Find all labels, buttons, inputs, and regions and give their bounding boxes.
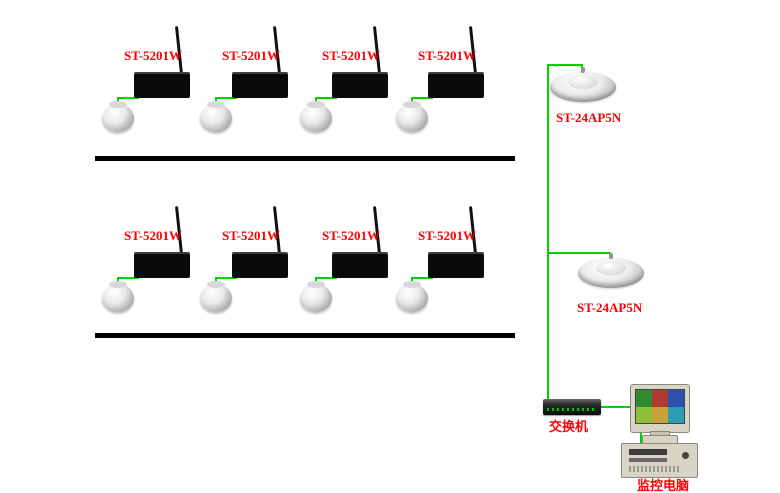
transmitter-label: ST-5201W — [222, 48, 281, 63]
wall-divider — [95, 156, 515, 161]
network-cable — [547, 64, 549, 406]
transmitter-box-icon — [134, 252, 190, 278]
screen-cell — [636, 406, 652, 423]
transmitter-box-icon — [428, 252, 484, 278]
computer-tower — [621, 443, 698, 478]
camera-transmitter-unit: ST-5201W — [392, 26, 504, 140]
monitor-screen — [635, 389, 685, 424]
camera-cable — [315, 97, 337, 99]
dome-camera-icon — [200, 101, 232, 132]
wireless-ap-icon — [550, 67, 616, 102]
switch-label: 交换机 — [549, 419, 589, 434]
camera-transmitter-unit: ST-5201W — [98, 26, 210, 140]
network-cable — [601, 406, 632, 408]
camera-transmitter-unit: ST-5201W — [296, 26, 408, 140]
network-cable — [640, 431, 642, 444]
transmitter-box-icon — [134, 72, 190, 98]
transmitter-box-icon — [428, 72, 484, 98]
network-cable — [547, 252, 611, 254]
transmitter-box-icon — [332, 72, 388, 98]
switch-icon — [543, 399, 601, 415]
screen-cell — [652, 390, 668, 407]
ap-label: ST-24AP5N — [577, 300, 643, 315]
network-cable — [547, 64, 583, 66]
drive-bay — [629, 449, 667, 455]
transmitter-label: ST-5201W — [124, 48, 183, 63]
camera-cable — [117, 277, 139, 279]
computer-label: 监控电脑 — [637, 478, 690, 493]
transmitter-label: ST-5201W — [222, 228, 281, 243]
transmitter-label: ST-5201W — [124, 228, 183, 243]
transmitter-label: ST-5201W — [322, 48, 381, 63]
transmitter-box-icon — [232, 252, 288, 278]
camera-cable — [215, 277, 237, 279]
camera-transmitter-unit: ST-5201W — [196, 26, 308, 140]
dome-camera-icon — [396, 101, 428, 132]
screen-cell — [668, 406, 684, 423]
camera-cable — [411, 277, 433, 279]
dome-camera-icon — [102, 101, 134, 132]
dome-camera-icon — [396, 281, 428, 312]
vent-grille — [629, 466, 679, 472]
transmitter-label: ST-5201W — [322, 228, 381, 243]
camera-cable — [315, 277, 337, 279]
transmitter-label: ST-5201W — [418, 48, 477, 63]
drive-bay — [629, 458, 667, 462]
camera-transmitter-unit: ST-5201W — [196, 206, 308, 320]
transmitter-box-icon — [232, 72, 288, 98]
camera-transmitter-unit: ST-5201W — [392, 206, 504, 320]
screen-cell — [636, 390, 652, 407]
dome-camera-icon — [300, 101, 332, 132]
camera-cable — [215, 97, 237, 99]
camera-transmitter-unit: ST-5201W — [98, 206, 210, 320]
transmitter-box-icon — [332, 252, 388, 278]
wireless-ap-icon — [578, 253, 644, 288]
dome-camera-icon — [300, 281, 332, 312]
screen-cell — [652, 406, 668, 423]
transmitter-label: ST-5201W — [418, 228, 477, 243]
wall-divider — [95, 333, 515, 338]
camera-cable — [411, 97, 433, 99]
dome-camera-icon — [102, 281, 134, 312]
monitor — [630, 384, 690, 433]
screen-cell — [668, 390, 684, 407]
camera-transmitter-unit: ST-5201W — [296, 206, 408, 320]
ap-label: ST-24AP5N — [556, 110, 622, 125]
power-button-icon — [682, 452, 689, 459]
dome-camera-icon — [200, 281, 232, 312]
camera-cable — [117, 97, 139, 99]
